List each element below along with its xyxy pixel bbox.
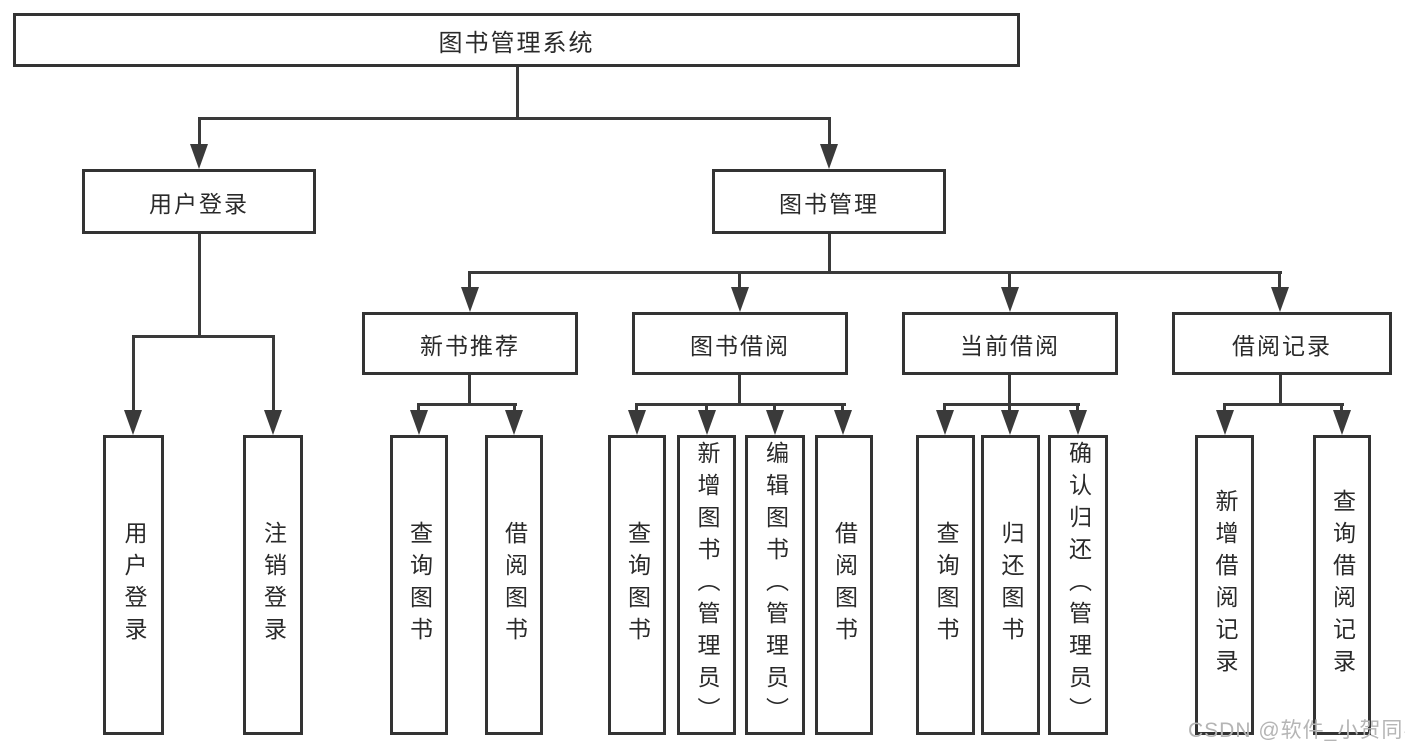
node-label: 图书借阅 bbox=[690, 332, 790, 359]
connector-line bbox=[943, 403, 1080, 406]
arrowhead-icon bbox=[505, 410, 523, 435]
leaf-label: 用户登录 bbox=[121, 521, 147, 649]
leaf-node-add-book-admin: 新增图书（管理员） bbox=[677, 435, 736, 735]
leaf-node-query-book-3: 查询图书 bbox=[916, 435, 975, 735]
connector-line bbox=[468, 271, 471, 290]
leaf-node-user-login: 用户登录 bbox=[103, 435, 164, 735]
arrowhead-icon bbox=[1333, 410, 1351, 435]
leaf-label: 归还图书 bbox=[998, 521, 1024, 649]
leaf-node-query-borrow-record: 查询借阅记录 bbox=[1313, 435, 1371, 735]
arrowhead-icon bbox=[410, 410, 428, 435]
connector-line bbox=[468, 271, 1282, 274]
leaf-node-borrow-book-2: 借阅图书 bbox=[815, 435, 873, 735]
arrowhead-icon bbox=[1216, 410, 1234, 435]
connector-line bbox=[198, 117, 201, 147]
leaf-label: 借阅图书 bbox=[501, 521, 528, 649]
leaf-label: 编辑图书（管理员） bbox=[762, 441, 789, 729]
connector-line bbox=[272, 335, 275, 413]
leaf-label: 新增图书（管理员） bbox=[694, 441, 720, 729]
arrowhead-icon bbox=[1271, 287, 1289, 312]
leaf-node-add-borrow-record: 新增借阅记录 bbox=[1195, 435, 1254, 735]
node-label: 借阅记录 bbox=[1232, 332, 1332, 359]
connector-line bbox=[1008, 403, 1011, 413]
leaf-node-query-book-1: 查询图书 bbox=[390, 435, 448, 735]
connector-line bbox=[1340, 403, 1343, 413]
leaf-label: 注销登录 bbox=[260, 521, 287, 649]
connector-line bbox=[132, 335, 135, 413]
leaf-node-confirm-return-admin: 确认归还（管理员） bbox=[1048, 435, 1108, 735]
connector-line bbox=[417, 403, 517, 406]
connector-line bbox=[198, 234, 201, 337]
connector-line bbox=[198, 117, 831, 120]
leaf-label: 查询图书 bbox=[624, 521, 651, 649]
connector-line bbox=[635, 403, 638, 413]
connector-line bbox=[635, 403, 846, 406]
connector-line bbox=[828, 117, 831, 147]
connector-line bbox=[1223, 403, 1344, 406]
connector-line bbox=[1008, 271, 1011, 290]
leaf-label: 确认归还（管理员） bbox=[1065, 441, 1092, 729]
connector-line bbox=[513, 403, 516, 413]
connector-line bbox=[1223, 403, 1226, 413]
arrowhead-icon bbox=[461, 287, 479, 312]
leaf-label: 查询借阅记录 bbox=[1329, 489, 1356, 681]
arrowhead-icon bbox=[1001, 287, 1019, 312]
leaf-node-return-book: 归还图书 bbox=[981, 435, 1040, 735]
node-root-system: 图书管理系统 bbox=[13, 13, 1020, 67]
watermark: CSDN @软件_小贺同学 bbox=[1188, 719, 1405, 742]
leaf-label: 查询图书 bbox=[933, 521, 959, 649]
node-new-book-recommend: 新书推荐 bbox=[362, 312, 578, 375]
node-book-borrow: 图书借阅 bbox=[632, 312, 848, 375]
arrowhead-icon bbox=[628, 410, 646, 435]
leaf-label: 查询图书 bbox=[406, 521, 433, 649]
connector-line bbox=[417, 403, 420, 413]
connector-line bbox=[943, 403, 946, 413]
leaf-label: 借阅图书 bbox=[831, 521, 858, 649]
connector-line bbox=[738, 271, 741, 290]
node-label: 图书管理 bbox=[779, 190, 879, 217]
node-user-login: 用户登录 bbox=[82, 169, 316, 234]
connector-line bbox=[841, 403, 844, 413]
connector-line bbox=[738, 374, 741, 405]
leaf-node-edit-book-admin: 编辑图书（管理员） bbox=[745, 435, 805, 735]
arrowhead-icon bbox=[124, 410, 142, 435]
arrowhead-icon bbox=[936, 410, 954, 435]
connector-line bbox=[1279, 374, 1282, 405]
leaf-node-borrow-book-1: 借阅图书 bbox=[485, 435, 543, 735]
arrowhead-icon bbox=[820, 144, 838, 169]
arrowhead-icon bbox=[1001, 410, 1019, 435]
arrowhead-icon bbox=[731, 287, 749, 312]
node-label: 新书推荐 bbox=[420, 332, 520, 359]
connector-line bbox=[828, 234, 831, 274]
node-label: 当前借阅 bbox=[960, 332, 1060, 359]
connector-line bbox=[1278, 271, 1281, 290]
node-borrow-record: 借阅记录 bbox=[1172, 312, 1392, 375]
leaf-label: 新增借阅记录 bbox=[1212, 489, 1238, 681]
arrowhead-icon bbox=[766, 410, 784, 435]
leaf-node-logout: 注销登录 bbox=[243, 435, 303, 735]
node-current-borrow: 当前借阅 bbox=[902, 312, 1118, 375]
arrowhead-icon bbox=[190, 144, 208, 169]
arrowhead-icon bbox=[1069, 410, 1087, 435]
arrowhead-icon bbox=[834, 410, 852, 435]
leaf-node-query-book-2: 查询图书 bbox=[608, 435, 666, 735]
connector-line bbox=[1076, 403, 1079, 413]
node-book-management: 图书管理 bbox=[712, 169, 946, 234]
arrowhead-icon bbox=[698, 410, 716, 435]
connector-line bbox=[516, 67, 519, 119]
connector-line bbox=[132, 335, 275, 338]
connector-line bbox=[705, 403, 708, 413]
connector-line bbox=[1008, 374, 1011, 405]
node-label: 图书管理系统 bbox=[438, 29, 595, 57]
connector-line bbox=[773, 403, 776, 413]
connector-line bbox=[468, 374, 471, 405]
arrowhead-icon bbox=[264, 410, 282, 435]
node-label: 用户登录 bbox=[149, 190, 249, 217]
